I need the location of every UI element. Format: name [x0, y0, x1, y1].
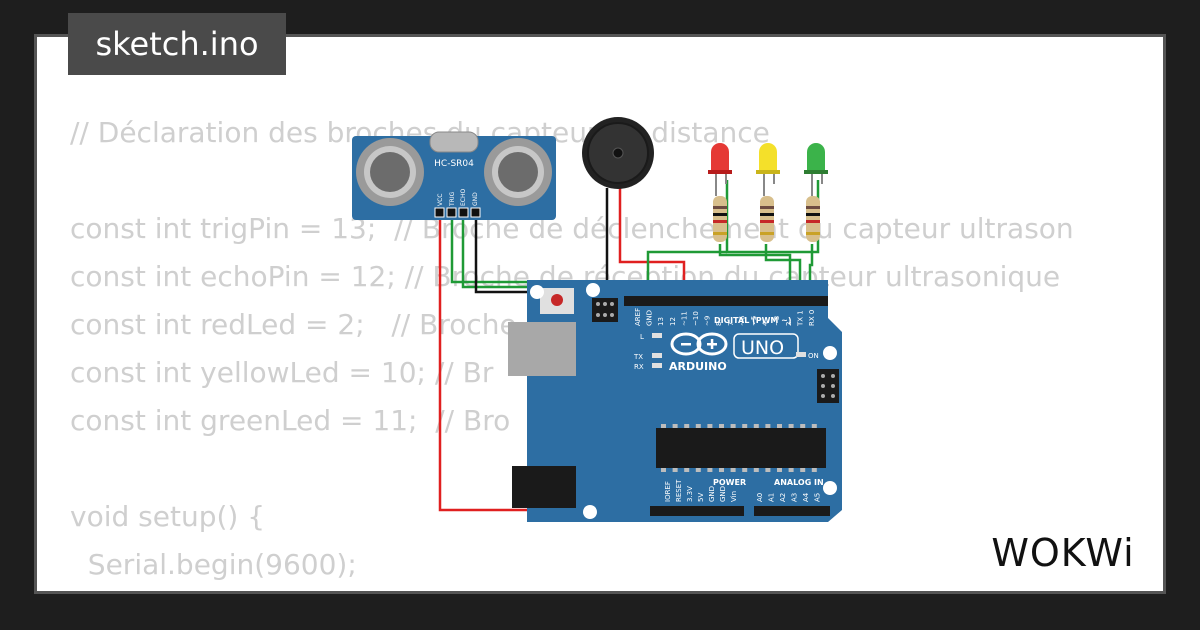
analog-pin-label: A3: [791, 493, 799, 502]
icsp-header-right: [817, 369, 839, 403]
arduino-model: UNO: [741, 337, 784, 359]
tx-led-label: TX: [633, 353, 643, 361]
chip-pin: [777, 468, 782, 472]
power-pin-label: RESET: [675, 479, 683, 502]
wokwi-logo: WOKWi: [991, 531, 1134, 575]
power-pin-label: Vin: [730, 491, 738, 502]
arduino-infinity-logo: [670, 332, 728, 356]
chip-pin: [661, 468, 666, 472]
ultrasonic-sensor[interactable]: HC-SR04 VCC TRIG ECHO GND: [352, 131, 556, 220]
chip-pin: [765, 424, 771, 428]
code-line: Serial.begin(9600);: [70, 548, 357, 581]
chip-pin: [800, 424, 806, 428]
sensor-pin-trig: TRIG: [449, 191, 456, 207]
code-line: void setup() {: [70, 500, 266, 533]
chip-pin: [742, 424, 748, 428]
code-line: const int yellowLed = 10; // Br: [70, 356, 494, 389]
led-yellow[interactable]: [756, 143, 780, 242]
icsp-header-top: [592, 298, 618, 322]
led-red[interactable]: [708, 143, 732, 242]
microcontroller-chip: [656, 424, 826, 472]
top-pin-label: RX 0: [808, 310, 816, 326]
chip-pin: [661, 424, 666, 428]
code-line: const int redLed = 2; // Broche: [70, 308, 517, 341]
chip-pin: [672, 424, 678, 428]
wire-red-led: [718, 244, 792, 300]
analog-pin-label: A0: [756, 493, 764, 502]
chip-pin: [695, 424, 701, 428]
code-line: const int greenLed = 11; // Bro: [70, 404, 511, 437]
chip-pin: [788, 424, 794, 428]
chip-pin: [684, 468, 690, 472]
power-pin-label: GND: [708, 486, 716, 502]
chip-pin: [730, 424, 736, 428]
analog-pin-label: A1: [768, 493, 776, 502]
sensor-model-label: HC-SR04: [434, 159, 474, 169]
top-pin-label: ~5: [750, 316, 758, 326]
digital-label: DIGITAL (PWM ~): [714, 316, 792, 325]
wokwi-logo-text: WOKWi: [991, 531, 1134, 575]
top-pin-label: 12: [669, 317, 677, 326]
power-pin-label: GND: [719, 486, 727, 502]
analog-header: [754, 506, 830, 516]
chip-pin: [672, 468, 678, 472]
chip-pin: [788, 468, 794, 472]
top-pin-label: ~3: [773, 316, 781, 326]
chip-pin: [730, 468, 736, 472]
buzzer[interactable]: [582, 117, 654, 189]
chip-pin: [707, 424, 713, 428]
top-pin-label: ~6: [738, 315, 746, 326]
analog-pin-label: A4: [802, 492, 810, 502]
chip-pin: [695, 468, 701, 472]
top-pin-label: ~11: [680, 311, 688, 326]
sensor-pin-vcc: VCC: [437, 194, 444, 206]
top-pin-label: 7: [727, 322, 735, 326]
analog-label: ANALOG IN: [774, 478, 824, 487]
chip-pin: [684, 424, 690, 428]
top-pin-label: ~9: [704, 316, 712, 326]
digital-header: [624, 296, 828, 306]
chip-pin: [811, 468, 817, 472]
chip-pin: [707, 468, 713, 472]
rx-led-label: RX: [634, 363, 644, 371]
power-pin-label: 3.3V: [686, 486, 694, 502]
top-pin-label: ~10: [692, 311, 700, 326]
arduino-brand: ARDUINO: [669, 360, 727, 373]
top-pin-label: 2: [785, 322, 793, 326]
top-pin-label: 4: [762, 321, 770, 326]
top-pin-label: GND: [646, 310, 654, 326]
file-tab[interactable]: sketch.ino: [68, 13, 286, 75]
power-pin-label: IOREF: [664, 481, 672, 502]
chip-pin: [811, 424, 817, 428]
top-pin-label: 8: [715, 322, 723, 326]
chip-pin: [765, 468, 771, 472]
l-led-label: L: [640, 333, 644, 341]
power-pin-label: 5V: [697, 493, 705, 502]
chip-pin: [800, 468, 806, 472]
analog-pin-label: A5: [814, 493, 822, 502]
top-pin-label: 13: [657, 317, 665, 326]
sensor-pin-gnd: GND: [472, 192, 479, 206]
top-pin-label: TX 1: [796, 310, 804, 327]
power-label: POWER: [713, 478, 746, 487]
top-pin-label: AREF: [634, 308, 642, 326]
power-header: [650, 506, 744, 516]
led-green[interactable]: [804, 143, 828, 242]
chip-pin: [742, 468, 748, 472]
chip-pin: [777, 424, 782, 428]
chip-pin: [719, 424, 724, 428]
chip-pin: [753, 468, 759, 472]
chip-pin: [753, 424, 759, 428]
on-led-label: ON: [808, 352, 819, 360]
chip-pin: [719, 468, 724, 472]
sensor-pin-echo: ECHO: [460, 189, 467, 206]
analog-pin-label: A2: [779, 493, 787, 502]
